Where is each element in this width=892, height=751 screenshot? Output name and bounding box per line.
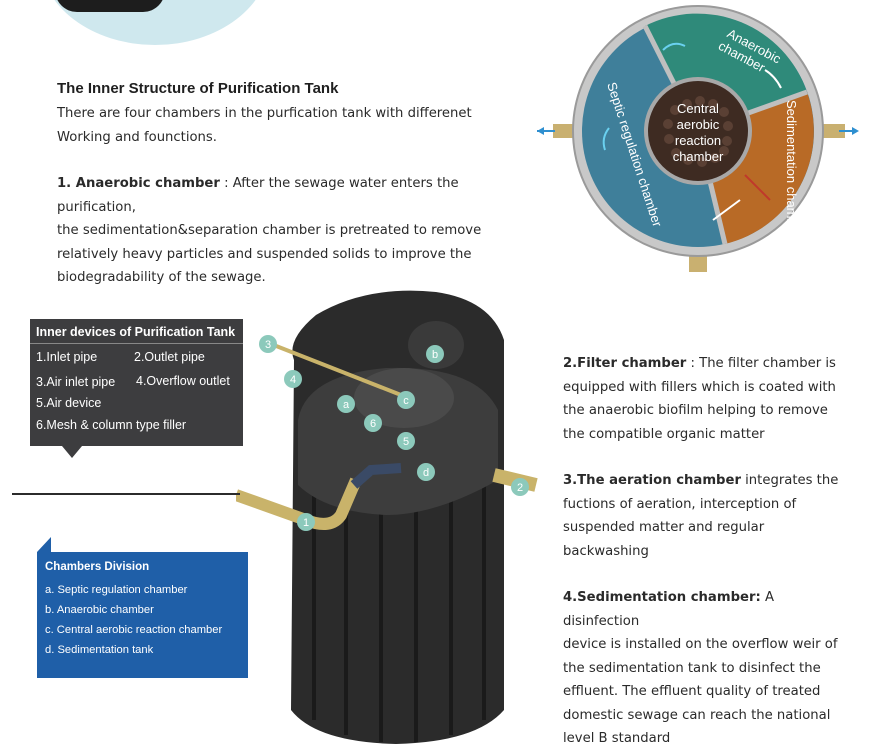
chambers-division-title: Chambers Division — [45, 561, 150, 573]
chamber-item: a. Septic regulation chamber — [45, 584, 188, 596]
paragraph-text: relatively heavy particles and suspended… — [57, 246, 472, 262]
paragraph-text: integrates the — [740, 473, 839, 488]
callout-pointer — [62, 446, 82, 458]
paragraph-text: biodegradability of the sewage. — [57, 270, 266, 285]
red-pipe — [744, 174, 771, 201]
central-label-line4: chamber — [673, 149, 724, 164]
marker-5 — [397, 432, 415, 450]
paragraph-text: backwashing — [563, 543, 649, 559]
marker-b — [426, 345, 444, 363]
chamber-item: c. Central aerobic reaction chamber — [45, 624, 223, 636]
device-item: 4.Overflow outlet — [136, 374, 230, 388]
inner-devices-box: Inner devices of Purification Tank 1.Inl… — [30, 319, 243, 446]
device-item: 2.Outlet pipe — [134, 350, 205, 364]
flow-arrow — [662, 42, 686, 51]
marker-c — [397, 391, 415, 409]
anaerobic-title: 1. Anaerobic chamber — [57, 176, 220, 191]
device-item: 5.Air device — [36, 396, 102, 410]
arrow-head-left — [537, 127, 544, 135]
paragraph-text: : The filter chamber is — [686, 356, 836, 371]
paragraph-text: domestic sewage can reach the national — [563, 707, 831, 723]
paragraph-text: A disinfection — [563, 590, 774, 629]
filter-chamber-title: 2.Filter chamber — [563, 356, 687, 371]
anaerobic-paragraph: 1. Anaerobic chamber : After the sewage … — [57, 172, 527, 290]
outlet-pipe-right — [823, 124, 845, 138]
sedimentation-chamber-title: 4.Sedimentation chamber: — [563, 590, 761, 605]
paragraph-text: device is installed on the overflow weir… — [563, 637, 838, 652]
paragraph-text: : After the sewage water enters the puri… — [57, 176, 459, 215]
sedimentation-label: Sedimentation chamber — [784, 100, 799, 238]
marker-6-label: 6 — [370, 418, 376, 430]
paragraph-text: suspended matter and regular — [563, 520, 765, 535]
flow-arrow — [712, 199, 741, 221]
central-label-line1: Central — [677, 101, 719, 116]
filter-chamber-paragraph: 2.Filter chamber : The filter chamber is… — [563, 352, 853, 446]
marker-1-label: 1 — [303, 517, 309, 529]
marker-4 — [284, 370, 302, 388]
flow-arrow — [602, 127, 610, 151]
paragraph-text: the anaerobic biofilm helping to remove — [563, 403, 828, 418]
paragraph-text: effluent. The effluent quality of treate… — [563, 684, 821, 699]
marker-d — [417, 463, 435, 481]
marker-4-label: 4 — [290, 374, 296, 386]
inner-devices-title: Inner devices of Purification Tank — [36, 325, 236, 339]
central-chamber-area — [644, 77, 752, 185]
marker-6 — [364, 414, 382, 432]
marker-3-label: 3 — [265, 339, 271, 351]
paragraph-text: the sedimentation&separation chamber is … — [57, 223, 482, 238]
marker-c-label: c — [403, 395, 409, 407]
marker-d-label: d — [423, 467, 429, 479]
tank-body — [291, 290, 504, 744]
marker-2 — [511, 478, 529, 496]
aeration-chamber-title: 3.The aeration chamber — [563, 473, 741, 488]
intro-line: There are four chambers in the purficati… — [57, 106, 472, 121]
central-label-line3: reaction — [675, 133, 721, 148]
central-label-line2: aerobic — [677, 117, 720, 132]
sedimentation-chamber-paragraph: 4.Sedimentation chamber: A disinfection … — [563, 586, 853, 751]
chambers-division-box: Chambers Division a. Septic regulation c… — [37, 552, 248, 678]
manhole — [408, 321, 464, 369]
divider — [30, 343, 243, 344]
paragraph-text: level B standard — [563, 731, 671, 746]
paragraph-text: the compatible organic matter — [563, 426, 765, 442]
tank-illustration: b a c d 1 2 3 4 5 6 — [236, 290, 538, 744]
marker-3 — [259, 335, 277, 353]
chamber-item: b. Anaerobic chamber — [45, 604, 154, 616]
inner-pipe — [350, 463, 402, 489]
marker-2-label: 2 — [517, 482, 523, 494]
decorative-tank-top — [55, 0, 165, 12]
device-item: 3.Air inlet pipe — [36, 375, 116, 389]
marker-1 — [297, 513, 315, 531]
marker-a-label: a — [343, 399, 350, 411]
chamber-diagram: Anaerobic chamber Central aerobic reacti… — [537, 5, 859, 272]
device-item: 1.Inlet pipe — [36, 350, 98, 364]
filler-dots — [663, 96, 733, 167]
chamber-item: d. Sedimentation tank — [45, 644, 154, 656]
aeration-chamber-paragraph: 3.The aeration chamber integrates the fu… — [563, 469, 853, 563]
paragraph-text: equipped with fillers which is coated wi… — [563, 379, 836, 395]
divider-line — [12, 493, 240, 495]
flow-arrow — [764, 69, 782, 89]
page-title: The Inner Structure of Purification Tank — [57, 80, 339, 97]
intro-line: Working and founctions. — [57, 129, 217, 145]
air-inlet-pipe — [265, 340, 402, 397]
callout-pointer — [37, 537, 51, 552]
marker-5-label: 5 — [403, 436, 409, 448]
paragraph-text: fuctions of aeration, interception of — [563, 496, 797, 512]
device-item: 6.Mesh & column type filler — [36, 418, 187, 432]
intro-paragraph: There are four chambers in the purficati… — [57, 102, 477, 149]
arrow-head-right — [852, 127, 859, 135]
marker-b-label: b — [432, 349, 438, 361]
marker-a — [337, 395, 355, 413]
paragraph-text: the sedimentation tank to disinfect the — [563, 660, 821, 676]
